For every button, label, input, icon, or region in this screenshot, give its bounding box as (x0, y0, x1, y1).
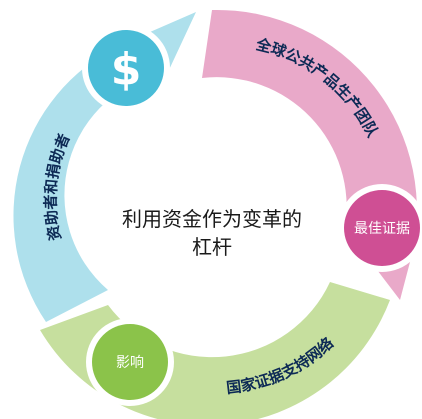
impact-node: 影响 (86, 318, 174, 406)
center-title-line2: 杠杆 (192, 235, 232, 259)
best-evidence-label: 最佳证据 (354, 221, 410, 237)
best-evidence-node: 最佳证据 (338, 184, 422, 272)
center-title-line1: 利用资金作为变革的 (122, 207, 302, 231)
dollar-node: $ (82, 24, 170, 112)
impact-label: 影响 (116, 355, 144, 371)
dollar-icon: $ (111, 44, 142, 95)
funders-segment (13, 12, 197, 322)
